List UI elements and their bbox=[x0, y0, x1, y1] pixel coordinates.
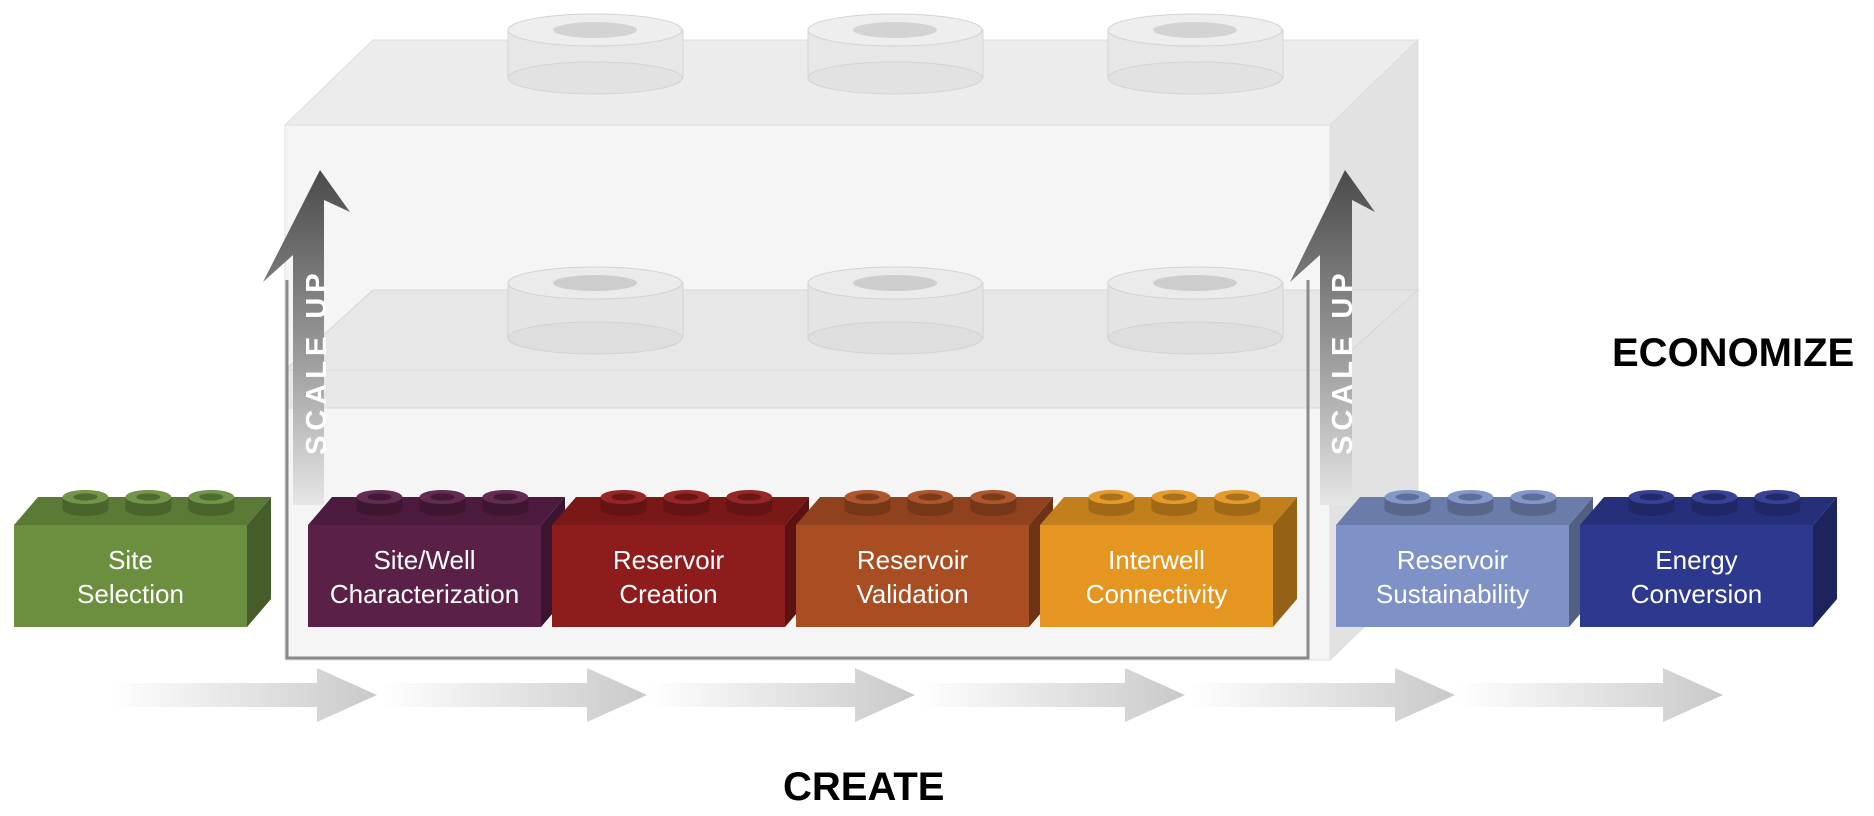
brick-1-label-line1: Site bbox=[108, 545, 153, 575]
brick-3-label-line1: Reservoir bbox=[613, 545, 725, 575]
brick-5-label-line1: Interwell bbox=[1108, 545, 1205, 575]
scale-up-label-right: SCALE UP bbox=[1327, 268, 1359, 455]
economize-label: ECONOMIZE bbox=[1612, 331, 1854, 375]
scale-up-arrow-right: SCALE UP bbox=[1290, 170, 1375, 505]
brick-2-label-line2: Characterization bbox=[330, 579, 519, 609]
brick-6-label-line1: Reservoir bbox=[1397, 545, 1509, 575]
brick-3-label-line2: Creation bbox=[619, 579, 717, 609]
brick-4-label-line1: Reservoir bbox=[857, 545, 969, 575]
ghost-studs-top bbox=[507, 13, 1284, 95]
flow-arrow-1 bbox=[112, 668, 377, 722]
brick-row: SiteSelectionSite/WellCharacterizationRe… bbox=[14, 490, 1837, 627]
flow-arrow-4 bbox=[920, 668, 1185, 722]
scale-bracket bbox=[285, 280, 1310, 660]
flow-arrow-2 bbox=[382, 668, 647, 722]
create-label: CREATE bbox=[783, 765, 944, 809]
flow-arrow-5 bbox=[1190, 668, 1455, 722]
brick-7-label-line2: Conversion bbox=[1631, 579, 1763, 609]
ghost-studs-middle bbox=[507, 266, 1284, 355]
brick-7-label-line1: Energy bbox=[1655, 545, 1737, 575]
brick-4-label-line2: Validation bbox=[856, 579, 968, 609]
flow-arrows bbox=[112, 668, 1723, 722]
scale-up-label-left: SCALE UP bbox=[301, 268, 333, 455]
brick-5-label-line2: Connectivity bbox=[1086, 579, 1228, 609]
flow-arrow-6 bbox=[1458, 668, 1723, 722]
brick-1-label-line2: Selection bbox=[77, 579, 184, 609]
brick-6-label-line2: Sustainability bbox=[1376, 579, 1529, 609]
brick-2-label-line1: Site/Well bbox=[373, 545, 475, 575]
flow-arrow-3 bbox=[650, 668, 915, 722]
scale-up-arrow-left: SCALE UP bbox=[263, 170, 350, 505]
